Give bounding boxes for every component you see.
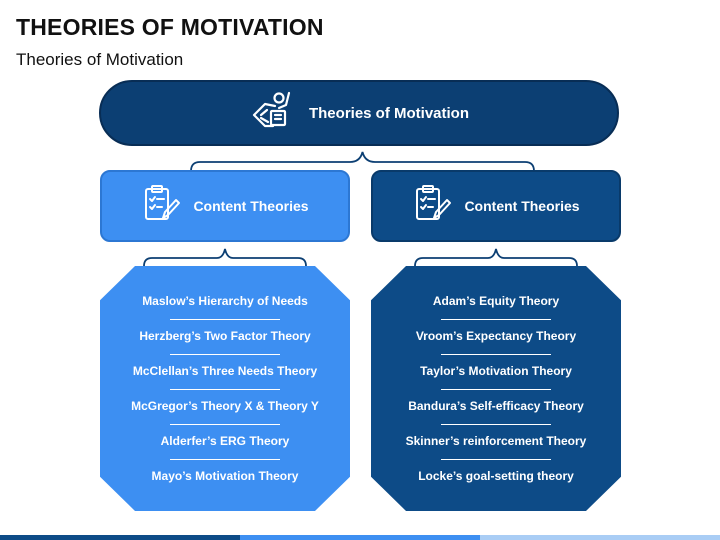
list-item: Vroom’s Expectancy Theory [415, 329, 577, 343]
root-brace [190, 151, 535, 172]
divider [170, 459, 280, 460]
root-node-label: Theories of Motivation [308, 104, 469, 122]
divider [170, 389, 280, 390]
category-left-label: Content Theories [193, 198, 309, 214]
divider [170, 424, 280, 425]
list-item: Maslow’s Hierarchy of Needs [142, 294, 308, 308]
divider [441, 354, 551, 355]
right-theory-list: Adam’s Equity Theory Vroom’s Expectancy … [371, 266, 621, 511]
list-item: Taylor’s Motivation Theory [420, 364, 572, 378]
list-item: McClellan’s Three Needs Theory [132, 364, 318, 378]
clipboard-pencil-icon [412, 183, 452, 230]
category-left: Content Theories [100, 170, 350, 242]
list-item: Mayo’s Motivation Theory [151, 469, 299, 483]
list-item: Alderfer’s ERG Theory [160, 434, 290, 448]
motivated-person-icon [249, 91, 295, 136]
list-item: Locke’s goal-setting theory [418, 469, 574, 483]
category-right-label: Content Theories [464, 198, 580, 214]
divider [441, 459, 551, 460]
divider [441, 389, 551, 390]
divider [441, 319, 551, 320]
root-node: Theories of Motivation [99, 80, 619, 146]
left-brace [143, 248, 307, 267]
list-item: Skinner’s reinforcement Theory [405, 434, 587, 448]
left-theory-list: Maslow’s Hierarchy of Needs Herzberg’s T… [100, 266, 350, 511]
list-item: Adam’s Equity Theory [432, 294, 560, 308]
list-item: Herzberg’s Two Factor Theory [139, 329, 311, 343]
divider [441, 424, 551, 425]
page-subtitle: Theories of Motivation [16, 50, 184, 69]
page-title: THEORIES OF MOTIVATION [16, 14, 324, 40]
list-item: Bandura’s Self-efficacy Theory [408, 399, 584, 413]
clipboard-pencil-icon [141, 183, 181, 230]
divider [170, 319, 280, 320]
footer-accent-bar [0, 535, 720, 540]
right-brace [414, 248, 578, 267]
category-right: Content Theories [371, 170, 621, 242]
divider [170, 354, 280, 355]
list-item: McGregor’s Theory X & Theory Y [131, 399, 319, 413]
